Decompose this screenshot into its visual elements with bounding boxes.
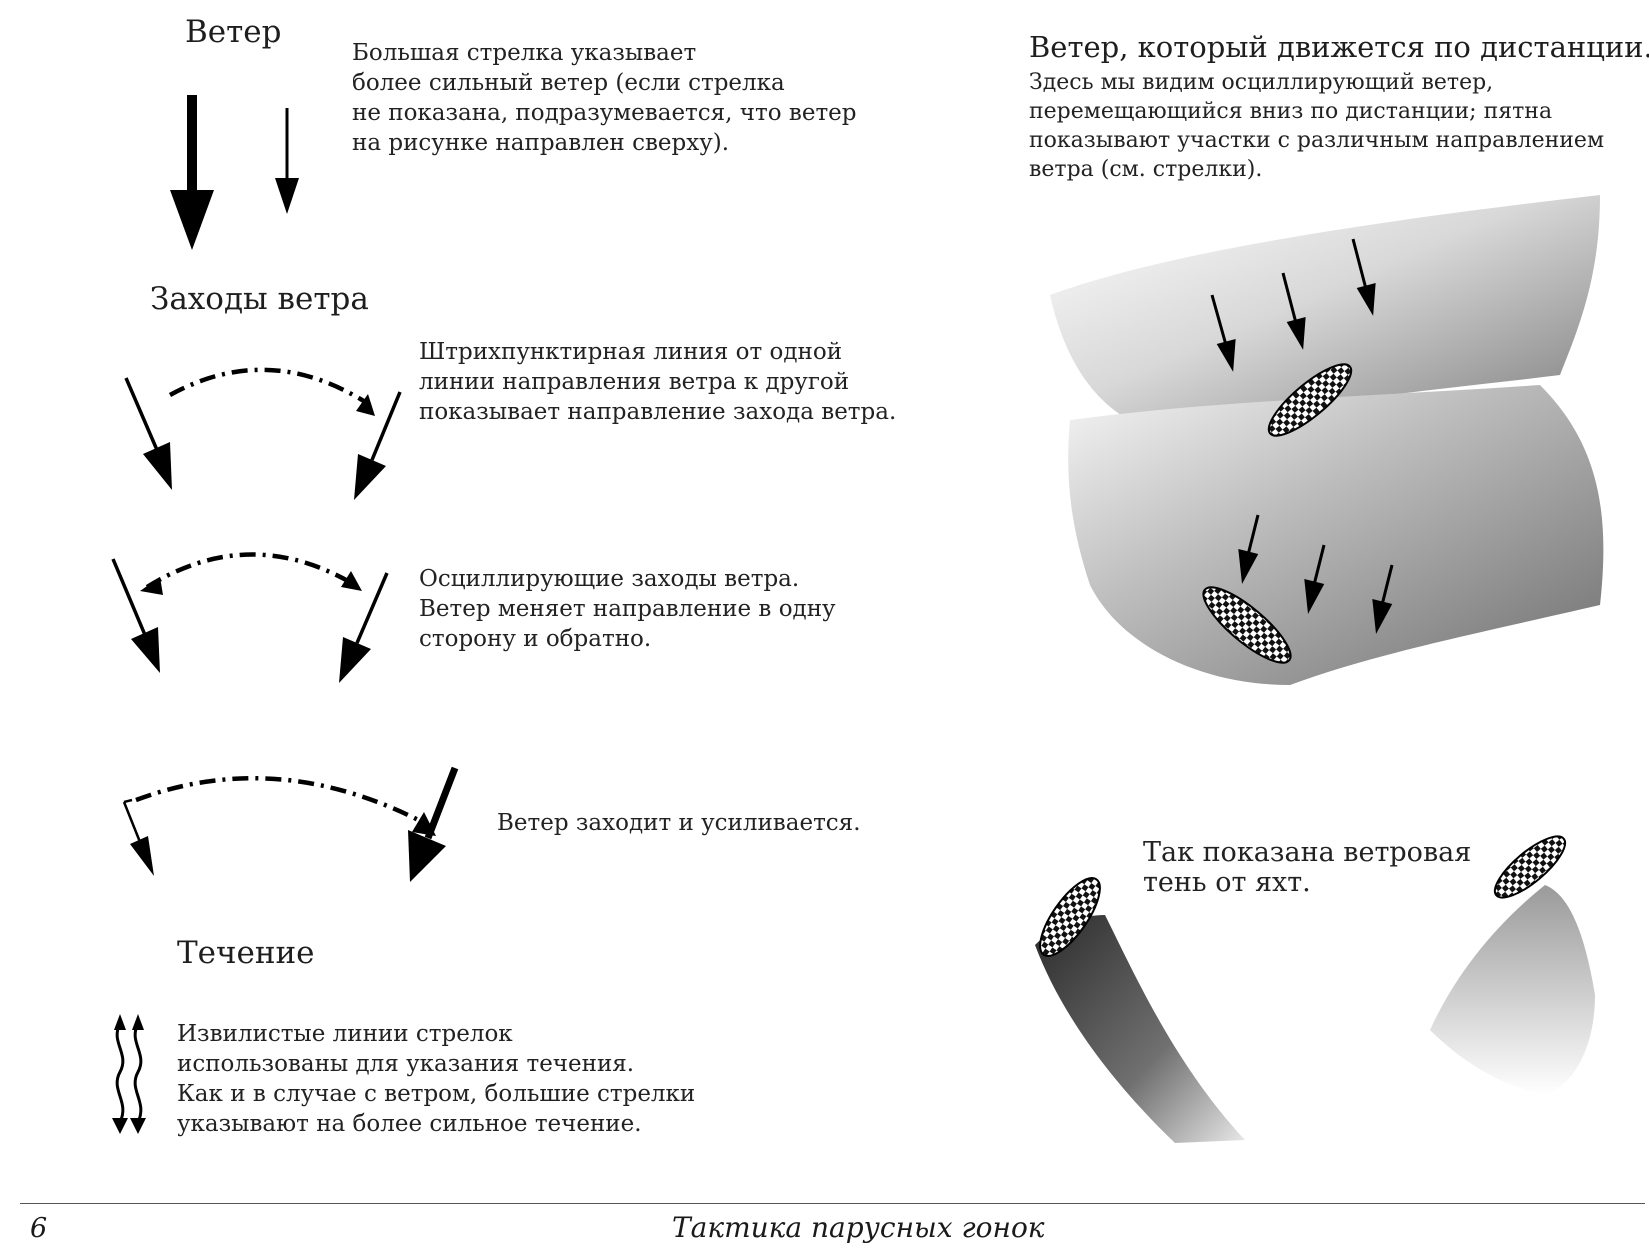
moving-wind-line: Здесь мы видим осциллирующий ветер, <box>1029 70 1494 95</box>
wind-description: Большая стрелка указывает более сильный … <box>352 38 857 158</box>
wind-shadow-line: тень от яхт. <box>1143 867 1311 898</box>
moving-wind-figure <box>1050 195 1604 685</box>
oscillating-line: Ветер меняет направление в одну <box>419 596 836 622</box>
shift-line: Штрихпунктирная линия от одной <box>419 339 843 365</box>
wind-arrow-icon <box>124 377 172 490</box>
wind-shifts-heading: Заходы ветра <box>150 281 369 317</box>
arc-arrowhead-icon <box>412 812 436 836</box>
moving-wind-title: Ветер, который движется по дистанции. <box>1029 30 1649 64</box>
footer-divider <box>20 1203 1645 1204</box>
page-number: 6 <box>30 1213 48 1244</box>
yacht-icon <box>1202 586 1292 664</box>
current-description: Извилистые линии стрелок использованы дл… <box>177 1019 695 1139</box>
wind-arrow-icon <box>339 572 389 683</box>
strong-wind-arrow-icon <box>408 766 459 882</box>
wind-shadow <box>1430 885 1595 1095</box>
current-heading: Течение <box>177 935 315 971</box>
yacht-icon <box>1493 835 1567 899</box>
wind-line: Большая стрелка указывает <box>352 40 697 66</box>
wind-patch <box>1068 385 1604 685</box>
light-wind-arrow-icon <box>275 108 299 214</box>
shift-line: линии направления ветра к другой <box>419 369 850 395</box>
current-line: Извилистые линии стрелок <box>177 1021 513 1047</box>
oscillation-arc <box>145 552 357 589</box>
wind-arrow-icon <box>111 558 160 673</box>
wind-shift-diagram <box>124 367 402 500</box>
current-wavy-arrows-icon <box>112 1014 146 1134</box>
oscillating-line: сторону и обратно. <box>419 626 652 652</box>
veer-arc <box>135 776 432 828</box>
arc-arrowhead-icon <box>140 577 163 595</box>
moving-wind-line: ветра (см. стрелки). <box>1029 157 1263 182</box>
veer-strengthen-diagram <box>122 766 459 882</box>
wind-heading: Ветер <box>185 14 282 50</box>
arc-arrowhead-icon <box>356 394 375 416</box>
oscillating-shift-description: Осциллирующие заходы ветра. Ветер меняет… <box>419 564 836 654</box>
oscillating-shift-diagram <box>111 552 389 683</box>
wind-arrow-icon <box>354 391 402 500</box>
moving-wind-description: Здесь мы видим осциллирующий ветер, пере… <box>1029 68 1604 184</box>
current-line: указывают на более сильное течение. <box>177 1111 642 1137</box>
moving-wind-line: перемещающийся вниз по дистанции; пятна <box>1029 99 1553 124</box>
wind-arrows-figure <box>170 95 299 250</box>
wind-line: не показана, подразумевается, что ветер <box>352 100 857 126</box>
wind-line: более сильный ветер (если стрелка <box>352 70 785 96</box>
yacht-icon <box>1039 877 1101 957</box>
current-line: Как и в случае с ветром, большие стрелки <box>177 1081 696 1107</box>
wind-line: на рисунке направлен сверху). <box>352 130 730 156</box>
wind-arrows-lower <box>1238 514 1394 634</box>
oscillating-line: Осциллирующие заходы ветра. <box>419 566 800 592</box>
current-line: использованы для указания течения. <box>177 1051 635 1077</box>
strong-wind-arrow-icon <box>170 95 214 250</box>
moving-wind-line: показывают участки с различным направлен… <box>1029 128 1605 153</box>
wind-shadow-figure <box>1035 835 1595 1143</box>
shift-arc <box>168 367 372 407</box>
wind-arrows-upper <box>1210 238 1376 372</box>
shift-line: показывает направление захода ветра. <box>419 399 897 425</box>
yacht-icon <box>1267 363 1353 437</box>
wind-shadow-caption: Так показана ветровая тень от яхт. <box>1143 838 1471 898</box>
running-title: Тактика парусных гонок <box>672 1211 1045 1244</box>
light-wind-arrow-icon <box>122 801 154 876</box>
arc-arrowhead-icon <box>341 571 362 591</box>
wind-shadow-line: Так показана ветровая <box>1143 837 1472 868</box>
veer-strengthen-description: Ветер заходит и усиливается. <box>497 810 861 836</box>
wind-shadow <box>1035 915 1245 1143</box>
dashed-line-description: Штрихпунктирная линия от одной линии нап… <box>419 337 896 427</box>
wind-patch <box>1050 195 1600 435</box>
